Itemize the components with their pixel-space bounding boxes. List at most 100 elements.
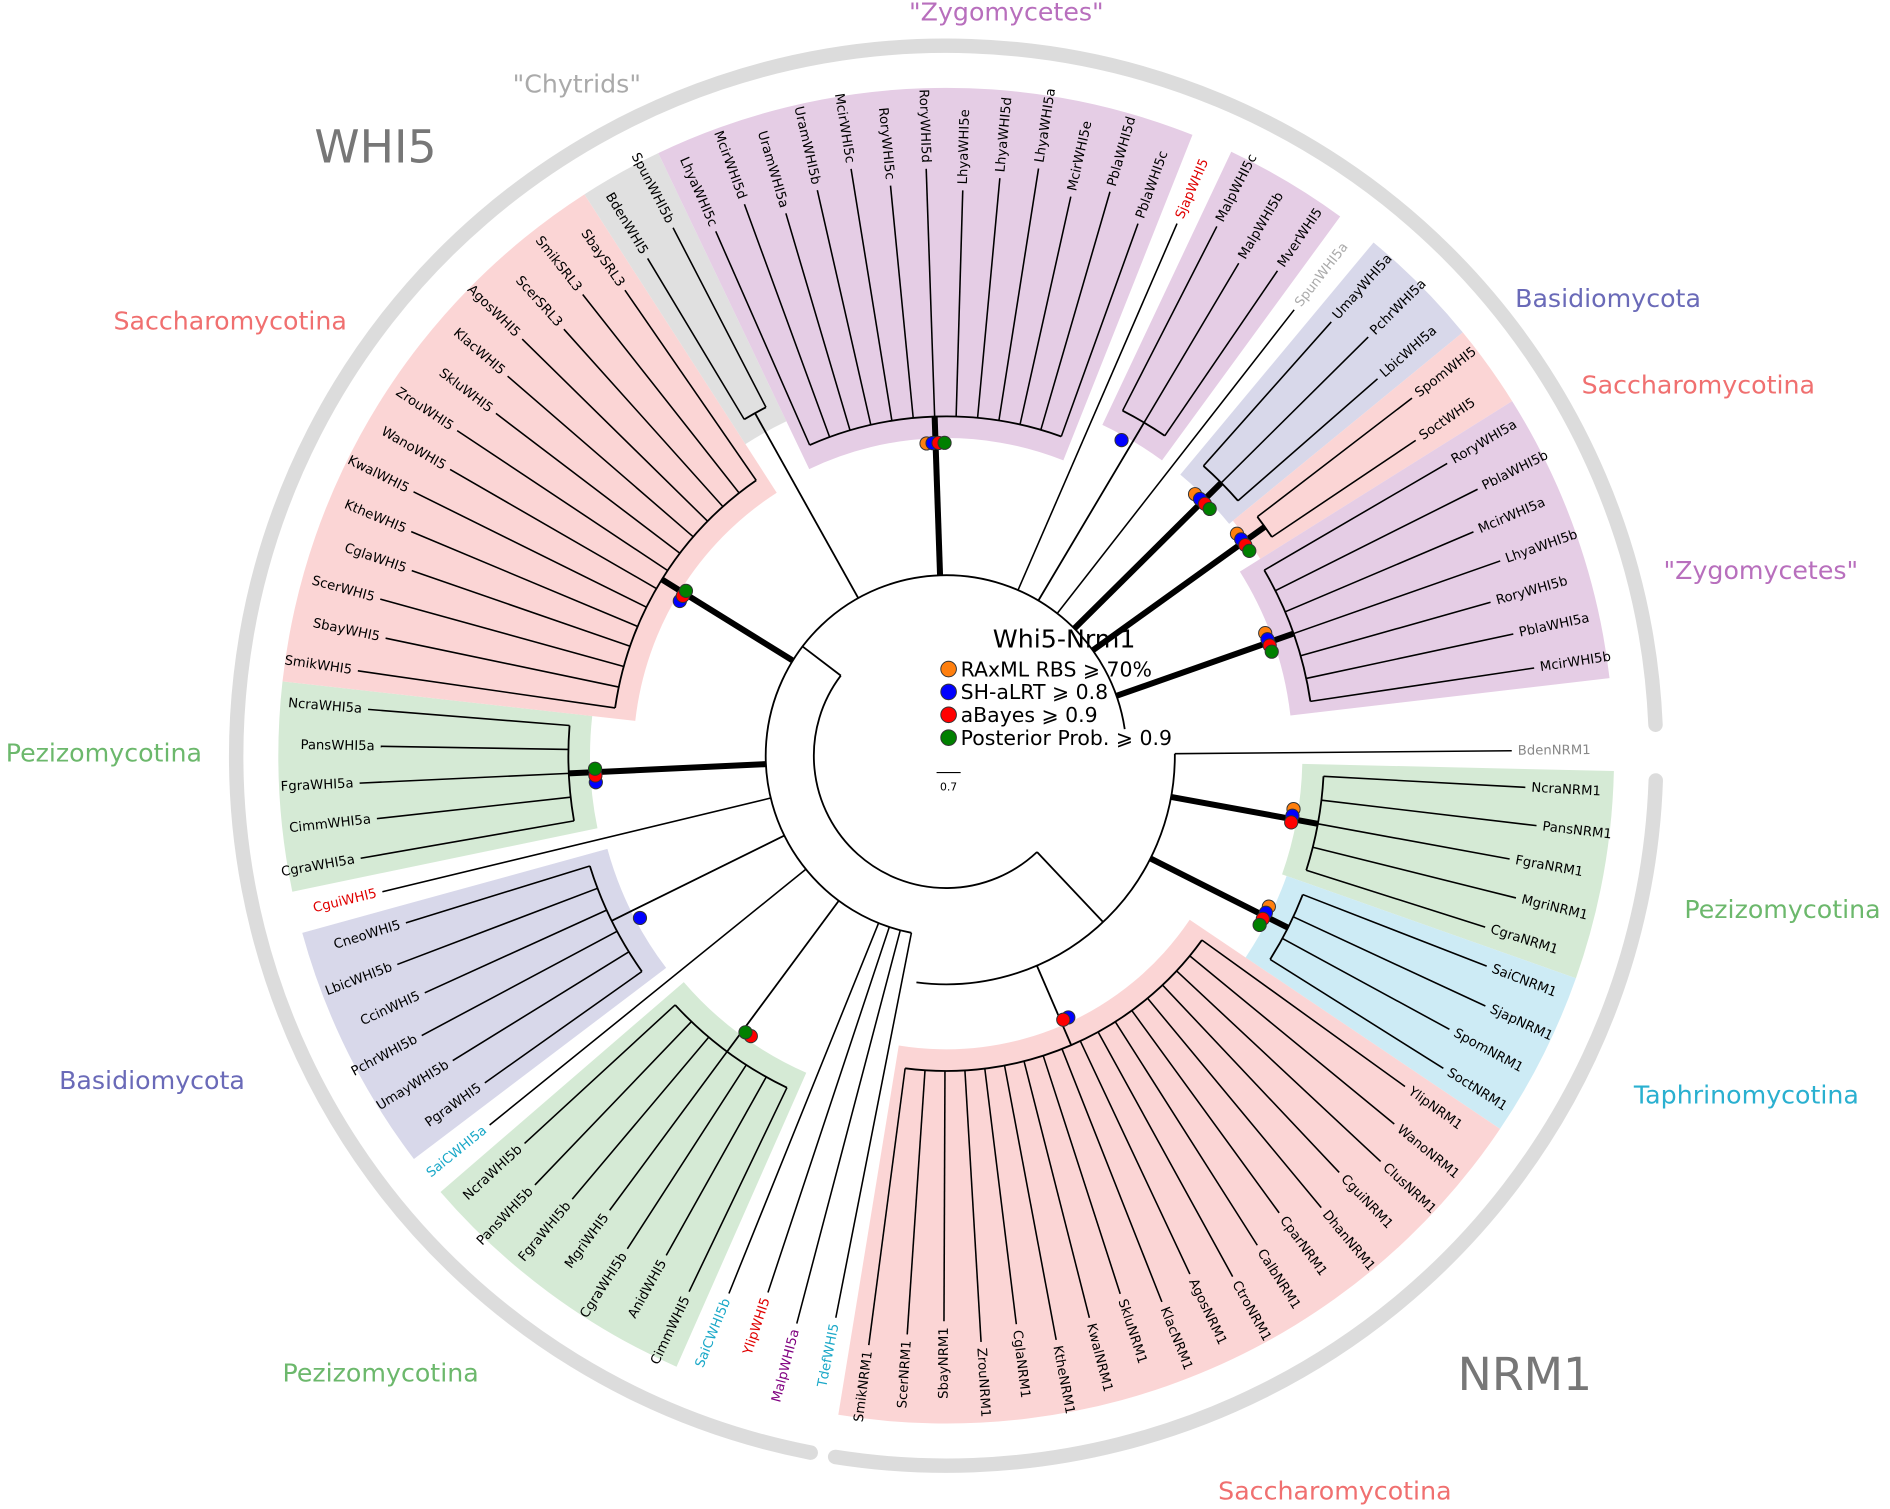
clade-background-nrm1-taphrinomycotina [1245,875,1576,1129]
leaf-branch [964,1070,982,1342]
leaf-branch [609,1051,728,1211]
leaf-branch [1263,462,1448,571]
leaf-branch [1202,321,1332,467]
leaf-branch [380,598,624,668]
leaf-label: NcraWHI5a [288,696,363,717]
legend-item-label: Posterior Prob. ⩾ 0.9 [961,726,1172,750]
root-branch [1036,851,1104,923]
whi5-title: WHI5 [314,120,436,173]
support-dot-pp [738,1025,753,1040]
leaf-branch [452,951,630,1062]
leaf-label: PansWHI5a [300,738,374,754]
leaf-branch [1040,191,1111,431]
group-label-pezizomycotina-left: Pezizomycotina [6,739,202,768]
support-dot-sh [632,910,648,926]
support-dots [587,433,1301,1044]
leaf-label: ZrouNRM1 [973,1347,992,1417]
leaf-branch [382,797,771,893]
clade-background-whi5-basidiomycota-l [302,848,667,1160]
leaf-branch [1306,633,1514,680]
leaf-branch [906,1070,926,1335]
leaf-branch [495,412,681,554]
support-dot-sh [1114,433,1129,448]
leaf-branch [626,1064,747,1250]
leaf-branch [1201,939,1406,1088]
leaf-branch [688,1087,788,1293]
group-label-saccharomycotina-whi5: Saccharomycotina [113,307,346,336]
leaf-branch [796,930,902,1324]
whi5-group-arc [229,38,1663,1460]
leaf-branch [360,820,575,860]
legend-item-label: RAxML RBS ⩾ 70% [961,657,1152,681]
leaf-label: YlipWHI5 [740,1296,773,1358]
leaf-branch [1292,916,1486,1007]
leaf-branch [1121,226,1218,412]
leaf-branch [489,868,807,1126]
leaf-branch [889,185,914,419]
whi5-backbone-arc [764,574,1126,934]
support-dot-pp [1202,501,1217,517]
leaf-branch [1176,970,1382,1163]
leaf-label: BdenNRM1 [1518,743,1591,759]
leaf-label: LhyaWHI5d [993,96,1015,172]
clade-stem-branch [611,834,785,922]
leaf-branch [1061,1048,1163,1303]
clade-background-whi5-zygomycetes-top [658,87,1193,470]
group-label-pezizomycotina-right: Pezizomycotina [1684,895,1880,924]
leaf-branch [449,468,657,590]
leaf-branch [385,637,619,688]
nrm1-group-arc [827,773,1663,1473]
legend-swatch [940,683,957,701]
support-dot-pp [1264,644,1279,659]
leaf-label: LhyaWHI5e [956,109,973,185]
leaf-branch [850,168,893,421]
clade-background-whi5-chytrids [584,153,787,445]
leaf-branch [1056,309,1295,614]
clade-stem-branch [754,412,860,599]
leaf-branch [728,922,880,1294]
group-label-taphrinomycotina: Taphrinomycotina [1633,1080,1859,1109]
leaf-branch [1306,869,1486,928]
leaf-branch [1220,336,1369,484]
group-label-basidiomycota-left: Basidiomycota [59,1066,245,1095]
leaf-branch [1312,846,1517,899]
support-dot-pp [1242,543,1257,558]
leaf-branch [943,1070,946,1322]
nrm1-title: NRM1 [1458,1348,1593,1401]
group-label-pezizomycotina-bottom: Pezizomycotina [283,1358,479,1387]
leaf-label: CguiWHI5 [312,886,379,916]
leaf-branch [507,375,694,538]
leaf-label: RoryWHI5d [915,89,932,163]
leaf-branch [1302,893,1487,967]
leaf-branch [397,887,598,966]
clade-background-whi5-zygomycetes-r [1239,401,1610,716]
leaf-branch [367,708,570,727]
leaf-label: NcraNRM1 [1531,781,1601,800]
leaf-branch [410,530,638,628]
leaf-label: FgraWHI5a [280,776,354,794]
leaf-branch [1323,775,1526,789]
leaf-branch [646,258,745,420]
tree-branches [357,168,1537,1346]
leaf-branch [976,178,1001,418]
leaf-branch [984,1068,1018,1325]
leaf-branch [1114,1021,1258,1246]
leaf-branch [1003,1065,1057,1341]
clade-background-whi5-saccharomycotina [282,194,777,721]
leaf-label: ScerNRM1 [895,1340,915,1409]
clade-node-arc [588,865,643,972]
leaf-branch [1321,799,1537,827]
leaf-branch [1256,397,1413,518]
leaf-branch [868,1068,906,1346]
clade-stem-branch [568,761,767,777]
leaf-branch [1060,223,1139,437]
leaf-branch [563,328,724,508]
leaf-branch [424,909,607,994]
legend-item-label: aBayes ⩾ 0.9 [961,703,1098,727]
clade-stem-branch [1037,422,1145,601]
leaf-branch [1042,1055,1121,1295]
leaf-branch [1284,531,1474,613]
group-label-zygomycetes-top: "Zygomycetes" [909,0,1104,26]
leaf-label: RoryWHI5c [875,107,897,181]
